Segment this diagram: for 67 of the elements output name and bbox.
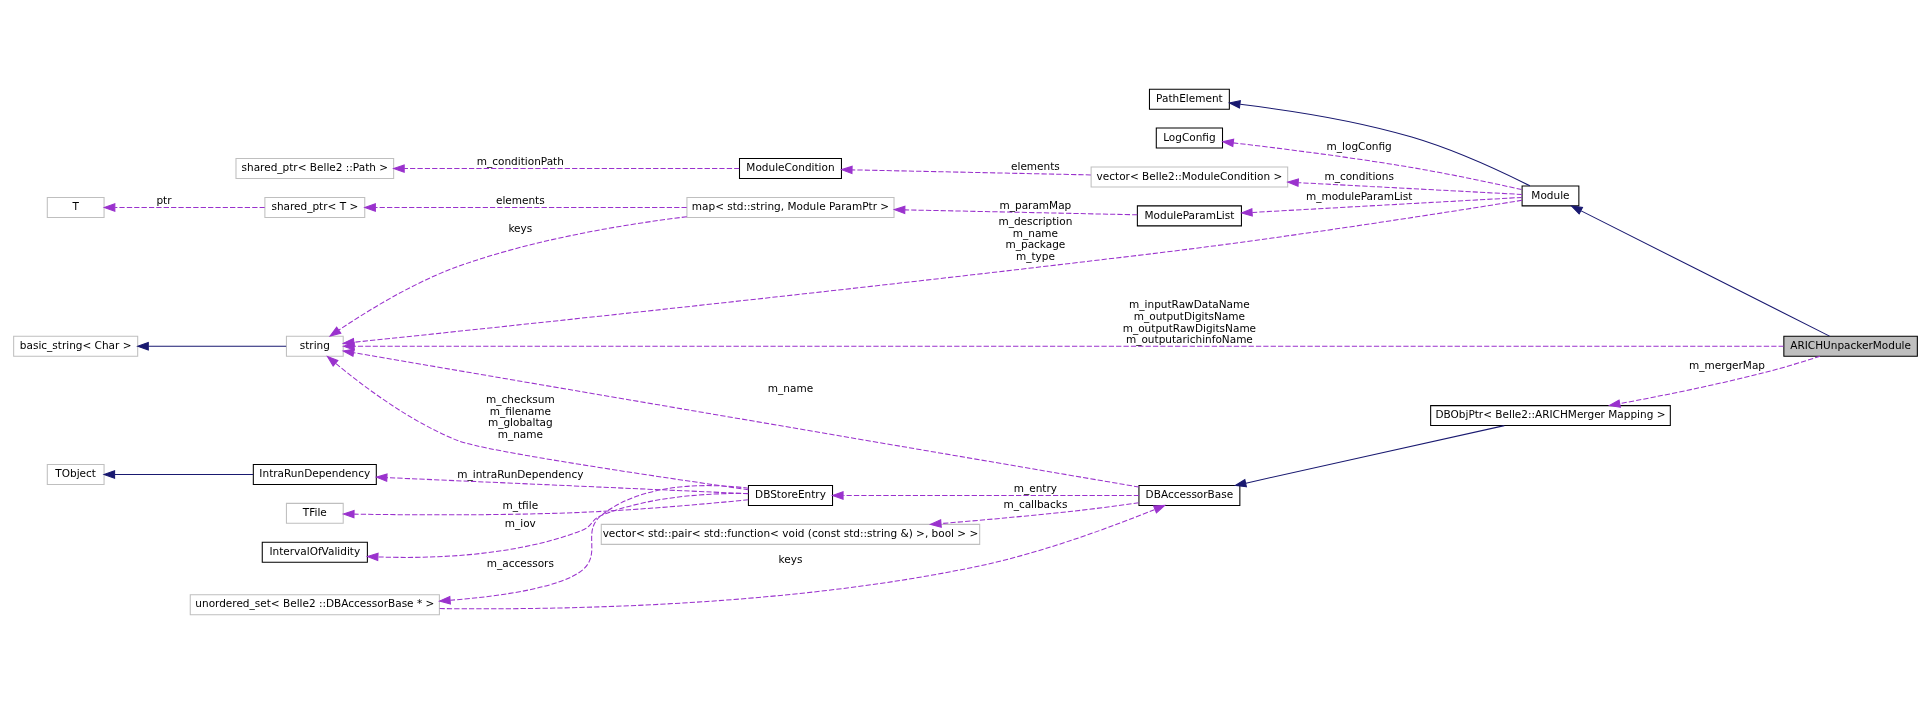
edge-label: m_accessors <box>486 556 554 569</box>
arrow <box>341 347 1140 488</box>
arrow <box>438 484 749 605</box>
node-box: IntervalOfValidity <box>261 541 368 563</box>
arrow <box>136 341 287 351</box>
node-box: ModuleParamList <box>1136 204 1242 226</box>
node-box: DBObjPtr< Belle2::ARICHMerger Mapping > <box>1430 404 1671 426</box>
edge-label: elements <box>495 193 545 206</box>
edge-label: m_tfile <box>502 498 539 511</box>
arrow <box>1286 177 1523 195</box>
node-box: LogConfig <box>1155 127 1224 149</box>
edge-label: keys <box>778 552 803 565</box>
arrow <box>1221 138 1523 190</box>
node-box: TFile <box>285 502 344 524</box>
arrow <box>928 501 1140 528</box>
edge-label: keys <box>508 221 533 234</box>
edge-label: m_description m_name m_package m_type <box>998 214 1073 262</box>
edge-label: m_name <box>767 381 814 394</box>
node-box: shared_ptr< T > <box>264 196 366 218</box>
edge-label: m_moduleParamList <box>1305 189 1413 202</box>
edge-label: m_conditions <box>1324 169 1394 182</box>
arrow <box>831 490 1140 500</box>
edge-label: m_paramMap <box>999 198 1072 211</box>
edge-label: m_entry <box>1013 481 1058 494</box>
arrow <box>102 202 266 212</box>
arrow <box>1227 99 1531 186</box>
edge-label: m_intraRunDependency <box>457 467 584 480</box>
arrow <box>363 202 688 212</box>
node-box: T <box>46 196 105 218</box>
node-box: shared_ptr< Belle2 ::Path > <box>235 157 395 179</box>
node-box: vector< std::pair< std::function< void (const std::string &) >, bool > > <box>600 523 981 545</box>
node-box: unordered_set< Belle2 ::DBAccessorBase * > <box>189 593 440 615</box>
node-box: TObject <box>46 463 105 485</box>
node-box: string <box>285 335 344 357</box>
arrow <box>102 469 254 479</box>
arrow <box>839 164 1092 175</box>
edge-label: m_checksum m_filename m_globaltag m_name <box>486 392 555 440</box>
arrow <box>341 498 749 519</box>
arrow <box>892 204 1138 215</box>
node-box: ModuleCondition <box>738 157 842 179</box>
arrow <box>1607 355 1821 408</box>
edge-label: m_logConfig <box>1326 139 1392 152</box>
arrow <box>374 472 749 494</box>
arrow <box>392 163 740 173</box>
edge-label: m_mergerMap <box>1689 358 1766 371</box>
edge-label: m_iov <box>504 516 536 529</box>
node-box: ARICHUnpackerModule <box>1783 335 1918 357</box>
node-box: map< std::string, Module ParamPtr > <box>686 196 895 218</box>
node-box: PathElement <box>1148 88 1230 110</box>
edge-label: m_inputRawDataName m_outputDigitsName m_outputRawDigitsName m_outputarichinfoName <box>1122 297 1257 345</box>
arrow <box>328 215 688 337</box>
node-box: IntraRunDependency <box>252 463 377 485</box>
node-box: DBStoreEntry <box>747 484 834 506</box>
arrow <box>326 354 749 490</box>
node-box: DBAccessorBase <box>1138 484 1241 506</box>
edge-label: m_callbacks <box>1003 497 1068 510</box>
node-box: vector< Belle2::ModuleCondition > <box>1090 165 1289 187</box>
node-box: basic_string< Char > <box>13 335 139 357</box>
edge-label: ptr <box>156 193 172 206</box>
arrow <box>1233 424 1505 487</box>
node-box: Module <box>1521 184 1580 206</box>
arrow <box>342 341 1785 351</box>
arrow <box>1570 204 1831 337</box>
arrow <box>439 504 1167 609</box>
arrow <box>1240 196 1523 217</box>
edge-label: m_conditionPath <box>476 154 564 167</box>
edge-label: elements <box>1011 159 1060 172</box>
